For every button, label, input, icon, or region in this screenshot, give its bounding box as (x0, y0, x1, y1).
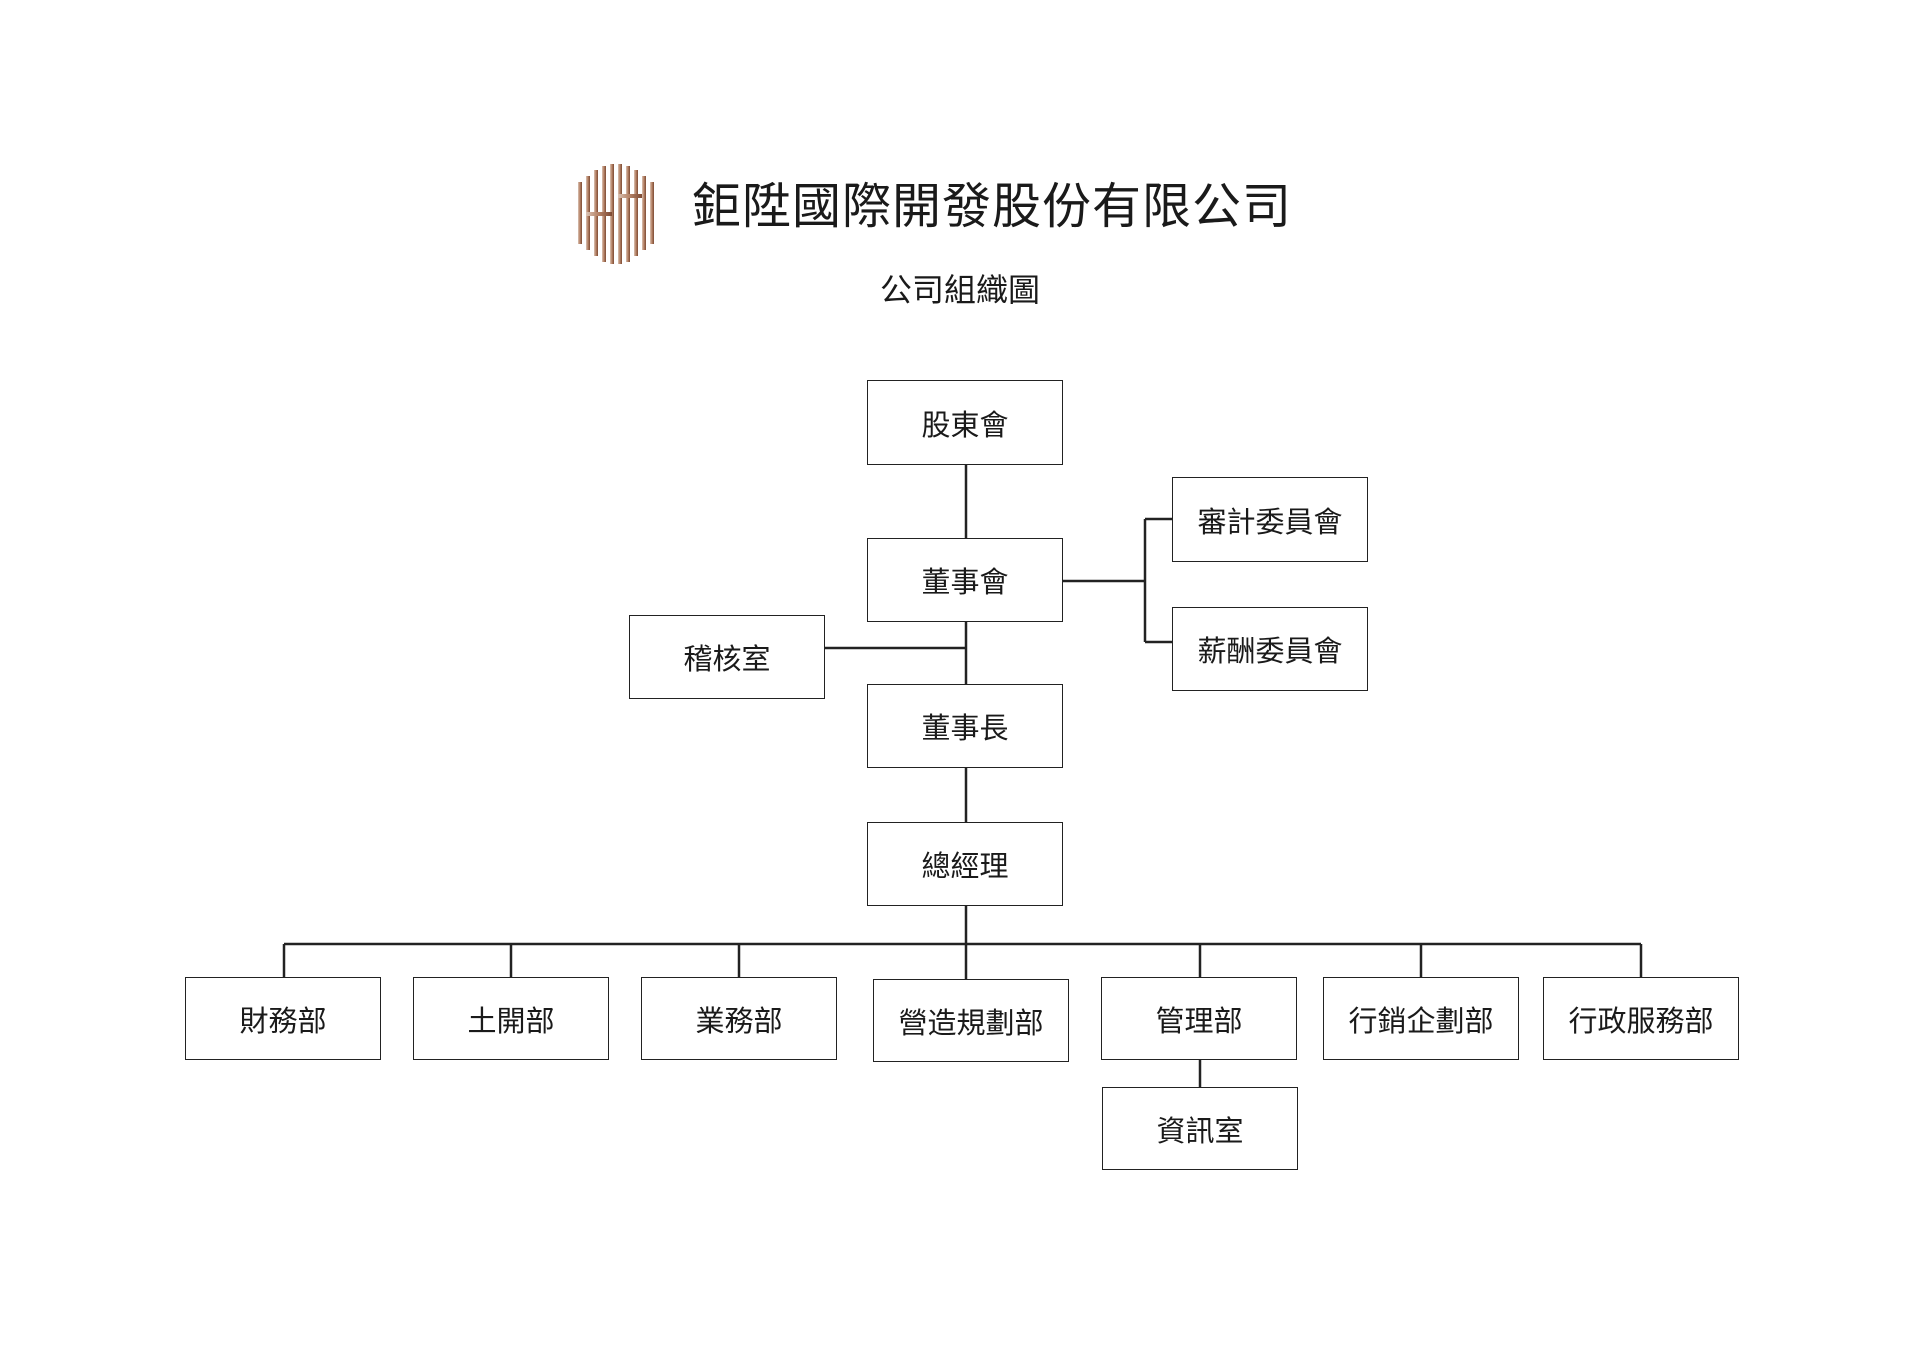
node-board: 董事會 (867, 538, 1063, 622)
node-department-admin: 行政服務部 (1543, 977, 1739, 1060)
node-department-management: 管理部 (1101, 977, 1297, 1060)
node-shareholders: 股東會 (867, 380, 1063, 465)
node-audit-committee: 審計委員會 (1172, 477, 1368, 562)
chart-title: 公司組織圖 (880, 271, 1041, 309)
node-department-marketing: 行銷企劃部 (1323, 977, 1519, 1060)
company-name: 鉅陞國際開發股份有限公司 (692, 178, 1293, 235)
node-department-land: 土開部 (413, 977, 609, 1060)
company-logo (578, 164, 654, 264)
node-department-finance: 財務部 (185, 977, 381, 1060)
node-internal-audit: 稽核室 (629, 615, 825, 699)
node-department-business: 業務部 (641, 977, 837, 1060)
node-department-construction: 營造規劃部 (873, 979, 1069, 1062)
node-compensation-committee: 薪酬委員會 (1172, 607, 1368, 691)
node-it-office: 資訊室 (1102, 1087, 1298, 1170)
node-chairman: 董事長 (867, 684, 1063, 768)
node-general-manager: 總經理 (867, 822, 1063, 906)
